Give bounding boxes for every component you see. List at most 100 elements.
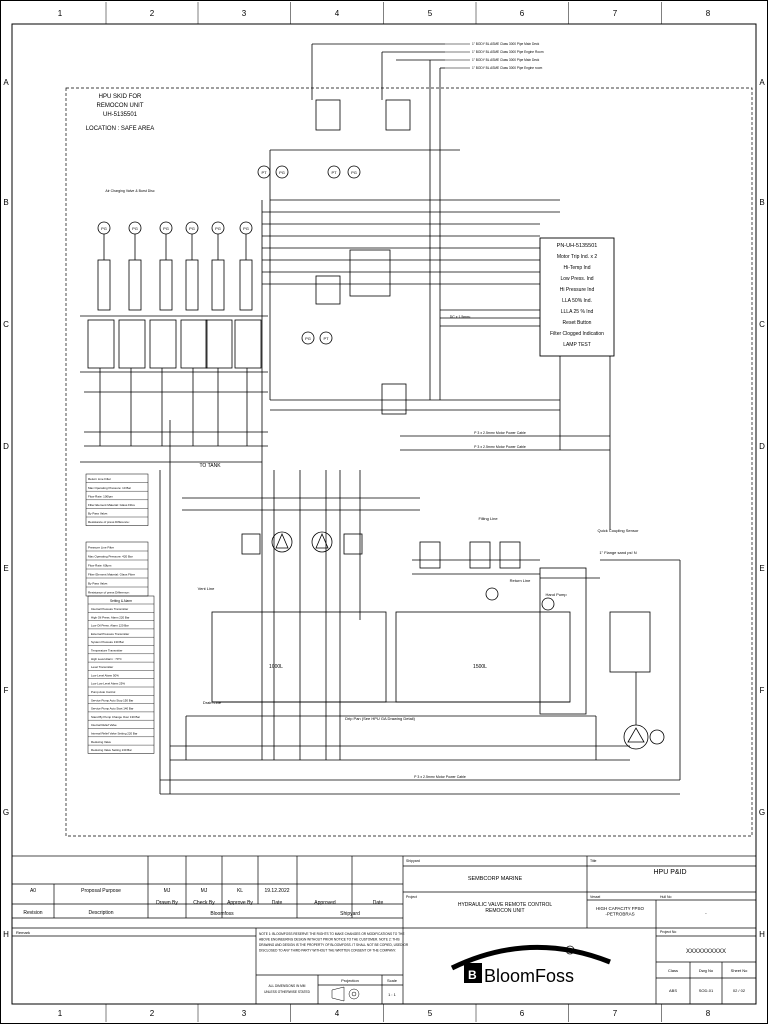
grid-col-bottom-4: 4 xyxy=(335,1009,340,1018)
panel-item: Filter Clogged Indication xyxy=(550,331,604,337)
pipe-legend-1: 1" BODY BL ASME Class 3000 Pipe Main Dec… xyxy=(472,42,540,46)
hdr-approve: Approve By xyxy=(227,900,253,906)
filling-line-label: Filling Line xyxy=(478,516,498,521)
return-filter-row: Return Line Filter xyxy=(88,477,111,481)
grid-row-right-A: A xyxy=(759,78,765,87)
scale-value: 1 : 1 xyxy=(388,992,397,997)
grid-col-bottom-3: 3 xyxy=(242,1009,247,1018)
return-line-label: Return Line xyxy=(510,578,531,583)
grid-row-right-C: C xyxy=(759,320,765,329)
air-charging-label: Air Charging Valve & Burst Disc xyxy=(105,189,154,193)
grid-col-bottom-5: 5 xyxy=(428,1009,433,1018)
logo-text: BloomFoss xyxy=(484,966,574,986)
grid-row-B: B xyxy=(3,198,8,207)
grid-col-6: 6 xyxy=(520,9,525,18)
return-filter-row: Filter Element Material: Glass Fibre xyxy=(88,503,135,507)
dimensions-note-line: UNLESS OTHERWISE STATED xyxy=(264,990,311,994)
grid-col-7: 7 xyxy=(613,9,618,18)
svg-text:R: R xyxy=(568,948,572,954)
svg-text:PG: PG xyxy=(132,226,138,231)
return-filter-row: Resistance of press Difference: xyxy=(88,520,130,524)
settings-row: High Level Alarm : 70°C xyxy=(91,657,122,661)
grid-row-A: A xyxy=(3,78,9,87)
grid-row-right-E: E xyxy=(759,564,764,573)
grid-col-bottom-7: 7 xyxy=(613,1009,618,1018)
svg-text:PG: PG xyxy=(279,170,285,175)
note-line: ABOVE ENGINEERING DESIGN WITHOUT PRIOR N… xyxy=(259,938,400,942)
quick-coupling-label: Quick Coupling Sensor xyxy=(598,528,640,533)
grid-col-2: 2 xyxy=(150,9,155,18)
settings-row: Reducing Valve xyxy=(91,740,111,744)
settings-row: Stand By Pump Change Over 130 Bar xyxy=(91,715,140,719)
settings-row: Level Transmitter xyxy=(91,665,113,669)
panel-item: Reset Button xyxy=(563,320,592,326)
svg-text:PG: PG xyxy=(351,170,357,175)
note-line: DRAWING AND DESIGN IS THE PROPERTY OF BL… xyxy=(259,943,409,947)
panel-item: Low Press. Ind xyxy=(560,276,593,282)
bloomfoss-logo: B BloomFoss R xyxy=(450,944,611,986)
grid-row-F: F xyxy=(4,686,9,695)
pressure-filter-row: Flow Rate: 60lpm xyxy=(88,563,112,567)
settings-row: Internal Pressure Transmitter xyxy=(91,607,128,611)
pipe-legend-3: 1" BODY BL ASME Class 3000 Pipe Main Dec… xyxy=(472,58,540,62)
desc-value: Proposal Purpose xyxy=(81,888,121,894)
grid-row-right-B: B xyxy=(759,198,764,207)
settings-row: Service Pump Auto Stop 150 Bar xyxy=(91,698,133,702)
pressure-filter-row: Resistance of press Difference: xyxy=(88,590,130,594)
rev-value: A0 xyxy=(30,888,36,894)
hdr-revision: Revision xyxy=(23,910,42,916)
svg-text:PG: PG xyxy=(163,226,169,231)
grid-row-D: D xyxy=(3,442,9,451)
svg-text:PT: PT xyxy=(261,170,267,175)
shipyard-label: Shipyard xyxy=(406,859,420,863)
dimensions-note-line: ALL DIMENSIONS IN MM xyxy=(269,984,306,988)
grid-col-3: 3 xyxy=(242,9,247,18)
pipe-legend-4: 1" BODY BL ASME Class 3000 Pipe Engine r… xyxy=(472,66,543,70)
pressure-filter-row: Max Operating Pressure: 420 Bar xyxy=(88,554,133,558)
title-block xyxy=(11,855,757,1005)
settings-row: Temperature Transmitter xyxy=(91,648,123,652)
drain-line-label: Drain Line xyxy=(203,700,222,705)
skid-location: LOCATION : SAFE AREA xyxy=(86,126,155,132)
drawn-value: MJ xyxy=(164,888,171,894)
svg-text:PG: PG xyxy=(215,226,221,231)
title-value: HPU P&ID xyxy=(653,869,686,876)
grid-col-1: 1 xyxy=(58,9,63,18)
hdr-check: Check By xyxy=(193,900,215,906)
sheet-label: Sheet No xyxy=(731,968,748,973)
grid-row-right-D: D xyxy=(759,442,765,451)
settings-row: Internal Relief Valve Setting 220 Bar xyxy=(91,731,137,735)
dwg-value: SOD-01 xyxy=(699,988,714,993)
return-filter-row: Max Operating Pressure: 10 Bar xyxy=(88,486,131,490)
power-cable-2: P 3 x 2.5mm² Motor Power Cable xyxy=(474,445,526,449)
settings-title: Setting & Alarm xyxy=(110,599,132,603)
return-filter-row: Flow Rate: 100lpm xyxy=(88,494,114,498)
hull-label: Hull No xyxy=(660,895,672,899)
grid-col-5: 5 xyxy=(428,9,433,18)
schematic-lines xyxy=(80,43,681,795)
control-panel-box xyxy=(539,237,615,357)
settings-row: Low Level Alarm 50% xyxy=(91,673,119,677)
panel-item: Motor Trip Ind. x 2 xyxy=(557,254,598,260)
flange-label: 1" Flange sand ps! N xyxy=(599,550,636,555)
power-cable-1: P 3 x 2.5mm² Motor Power Cable xyxy=(474,431,526,435)
svg-text:PT: PT xyxy=(331,170,337,175)
settings-row: System Pressure 130 Bar xyxy=(91,640,124,644)
grid-col-8: 8 xyxy=(706,9,711,18)
to-tank-label: TO TANK xyxy=(199,463,221,469)
panel-item: PN-UH-5135501 xyxy=(557,243,598,249)
dc-cable-label: DC x 1.5mm² xyxy=(450,315,471,319)
grid-row-right-G: G xyxy=(759,808,765,817)
svg-text:PG: PG xyxy=(305,336,311,341)
remark-label: Remark xyxy=(16,930,30,935)
outer-frame xyxy=(11,23,757,1005)
pressure-filter-row: Pressure Line Filter xyxy=(88,545,114,549)
hand-pump-label: Hand Pump xyxy=(545,592,567,597)
tank2-label: 1500L xyxy=(473,664,487,670)
vessel-value: HIGH CAPACITY FPSO-PETROBRAS xyxy=(596,906,645,916)
